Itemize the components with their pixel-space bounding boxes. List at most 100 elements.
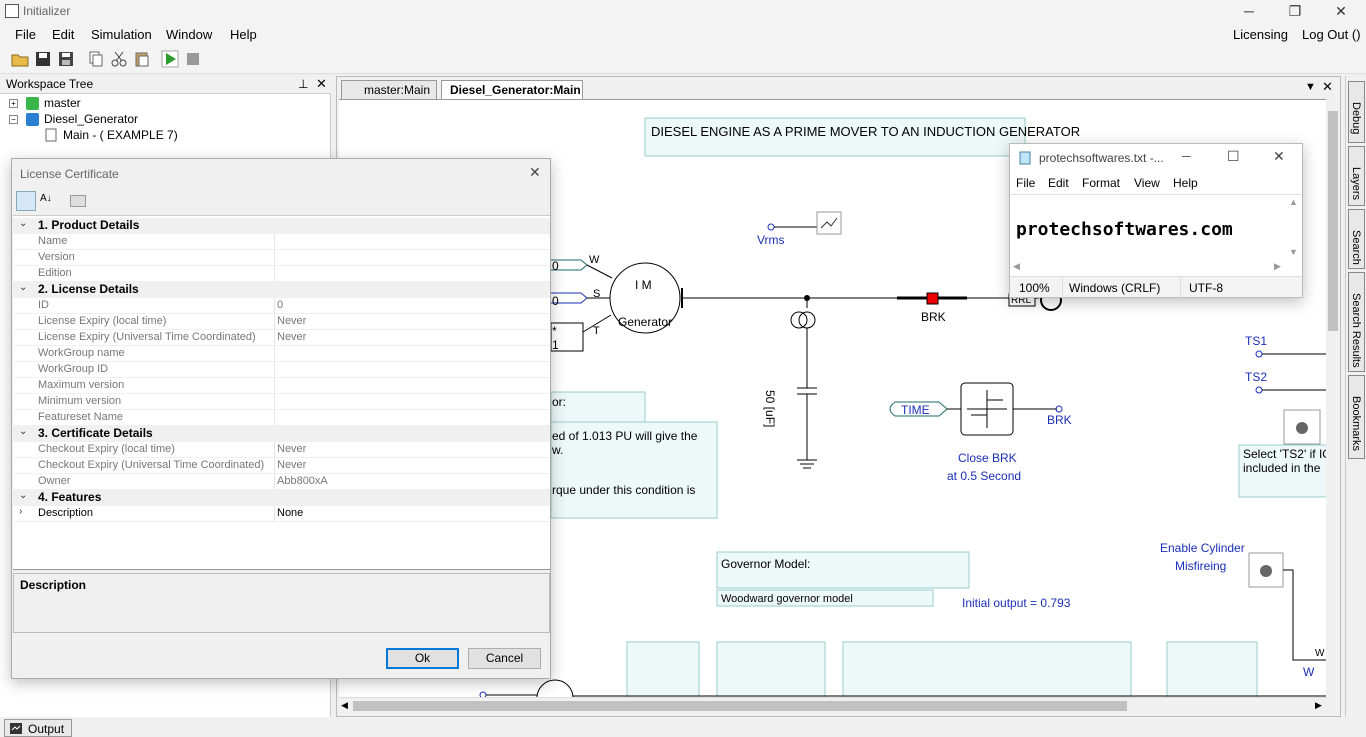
property-value: Abb800xA: [277, 475, 328, 487]
notepad-hscrollbar[interactable]: ◀ ▶: [1010, 260, 1302, 274]
paste-icon[interactable]: [133, 50, 151, 68]
property-row[interactable]: Maximum version: [13, 378, 550, 394]
select-note-1: Select 'TS2' if IC: [1243, 447, 1326, 461]
sort-alpha-icon[interactable]: A↓: [40, 193, 52, 204]
category-label: 3. Certificate Details: [38, 426, 153, 440]
property-category[interactable]: ⌄4. Features: [13, 490, 550, 506]
save-icon[interactable]: [34, 50, 52, 68]
notepad-icon: [1019, 151, 1031, 165]
dock-search[interactable]: Search: [1348, 209, 1365, 269]
notepad-text-area[interactable]: protechsoftwares.com ▲ ▼: [1010, 194, 1302, 260]
tab-diesel-generator-main[interactable]: Diesel_Generator:Main: [441, 80, 583, 99]
tab-list-icon[interactable]: ▼: [1305, 81, 1316, 93]
cut-icon[interactable]: [110, 50, 128, 68]
notepad-scroll-down-icon[interactable]: ▼: [1289, 247, 1298, 257]
property-row[interactable]: Featureset Name: [13, 410, 550, 426]
property-row[interactable]: Name: [13, 234, 550, 250]
description-panel: Description: [13, 573, 550, 633]
menu-file[interactable]: File: [15, 27, 36, 42]
notepad-menu-view[interactable]: View: [1134, 176, 1160, 190]
ok-button[interactable]: Ok: [386, 648, 459, 669]
collapse-chevron-icon[interactable]: ⌄: [19, 218, 28, 229]
output-tab[interactable]: Output: [4, 719, 72, 737]
enable-cylinder-label: Enable Cylinder: [1160, 541, 1245, 555]
property-row[interactable]: Minimum version: [13, 394, 550, 410]
minimize-button[interactable]: ─: [1244, 3, 1254, 19]
save-all-icon[interactable]: [57, 50, 75, 68]
workspace-close-icon[interactable]: ✕: [316, 76, 327, 91]
vertical-scroll-thumb[interactable]: [1328, 111, 1338, 331]
close-button[interactable]: ✕: [1335, 3, 1347, 19]
scroll-left-icon[interactable]: ◀: [341, 700, 348, 710]
expand-chevron-icon[interactable]: ›: [19, 506, 23, 517]
notepad-menu-file[interactable]: File: [1016, 176, 1036, 190]
notepad-maximize-button[interactable]: ☐: [1227, 148, 1240, 164]
tree-item-master[interactable]: master: [44, 96, 81, 110]
license-close-icon[interactable]: ✕: [529, 164, 541, 180]
horizontal-scroll-thumb[interactable]: [353, 701, 1127, 711]
property-value: None: [277, 507, 304, 519]
menu-help[interactable]: Help: [230, 27, 257, 42]
dock-debug[interactable]: Debug: [1348, 81, 1365, 143]
schematic-title: DIESEL ENGINE AS A PRIME MOVER TO AN IND…: [651, 124, 1081, 139]
collapse-chevron-icon[interactable]: ⌄: [19, 282, 28, 293]
dock-search-results[interactable]: Search Results: [1348, 272, 1365, 372]
generator-label: Generator: [618, 315, 673, 329]
property-key: Minimum version: [38, 395, 122, 407]
copy-icon[interactable]: [87, 50, 105, 68]
workspace-title: Workspace Tree: [6, 77, 94, 91]
maximize-button[interactable]: ❐: [1288, 3, 1302, 19]
tree-collapse-icon[interactable]: −: [9, 115, 18, 124]
pin-icon[interactable]: ⊥: [298, 77, 309, 91]
vertical-scrollbar[interactable]: [1326, 99, 1340, 697]
tree-expand-icon[interactable]: +: [9, 99, 18, 108]
notepad-menu-help[interactable]: Help: [1173, 176, 1198, 190]
property-row[interactable]: WorkGroup name: [13, 346, 550, 362]
notepad-menu-edit[interactable]: Edit: [1048, 176, 1069, 190]
property-row[interactable]: Edition: [13, 266, 550, 282]
property-pages-icon[interactable]: [70, 195, 86, 207]
run-icon[interactable]: [161, 50, 179, 68]
notepad-scroll-up-icon[interactable]: ▲: [1289, 197, 1298, 207]
open-folder-icon[interactable]: [11, 50, 29, 68]
stop-icon[interactable]: [184, 50, 202, 68]
property-row[interactable]: Checkout Expiry (Universal Time Coordina…: [13, 458, 550, 474]
collapse-chevron-icon[interactable]: ⌄: [19, 490, 28, 501]
collapse-chevron-icon[interactable]: ⌄: [19, 426, 28, 437]
tab-master-main[interactable]: master:Main: [341, 80, 437, 99]
property-row[interactable]: Checkout Expiry (local time)Never: [13, 442, 550, 458]
property-category[interactable]: ⌄2. License Details: [13, 282, 550, 298]
cancel-button[interactable]: Cancel: [468, 648, 541, 669]
scroll-right-icon[interactable]: ▶: [1315, 700, 1322, 710]
property-value: Never: [277, 459, 307, 471]
notepad-minimize-button[interactable]: ─: [1182, 149, 1191, 163]
tree-item-main[interactable]: Main - ( EXAMPLE 7): [63, 128, 178, 142]
capacitor-label: 50 [uF]: [763, 390, 777, 428]
property-row[interactable]: Version: [13, 250, 550, 266]
property-category[interactable]: ⌄1. Product Details: [13, 218, 550, 234]
horizontal-scrollbar[interactable]: ◀ ▶: [339, 697, 1326, 713]
w-signal-label: W: [1303, 665, 1315, 679]
tab-close-icon[interactable]: ✕: [1322, 79, 1333, 94]
property-key: WorkGroup name: [38, 347, 125, 359]
tree-item-diesel-generator[interactable]: Diesel_Generator: [44, 112, 139, 126]
menu-logout[interactable]: Log Out (): [1302, 27, 1361, 42]
project-icon: [26, 113, 39, 126]
menu-window[interactable]: Window: [166, 27, 213, 42]
notepad-menu-format[interactable]: Format: [1082, 176, 1121, 190]
menu-licensing[interactable]: Licensing: [1233, 27, 1288, 42]
menu-simulation[interactable]: Simulation: [91, 27, 152, 42]
notepad-close-button[interactable]: ✕: [1273, 148, 1285, 164]
dock-layers[interactable]: Layers: [1348, 146, 1365, 206]
menu-edit[interactable]: Edit: [52, 27, 75, 42]
property-row[interactable]: WorkGroup ID: [13, 362, 550, 378]
property-category[interactable]: ⌄ 3. Certificate Details: [13, 426, 550, 442]
dock-bookmarks[interactable]: Bookmarks: [1348, 375, 1365, 459]
property-row[interactable]: License Expiry (Universal Time Coordinat…: [13, 330, 550, 346]
property-row[interactable]: License Expiry (local time)Never: [13, 314, 550, 330]
workspace-header: Workspace Tree ⊥ ✕: [0, 75, 331, 94]
categorized-view-icon[interactable]: [16, 191, 36, 211]
